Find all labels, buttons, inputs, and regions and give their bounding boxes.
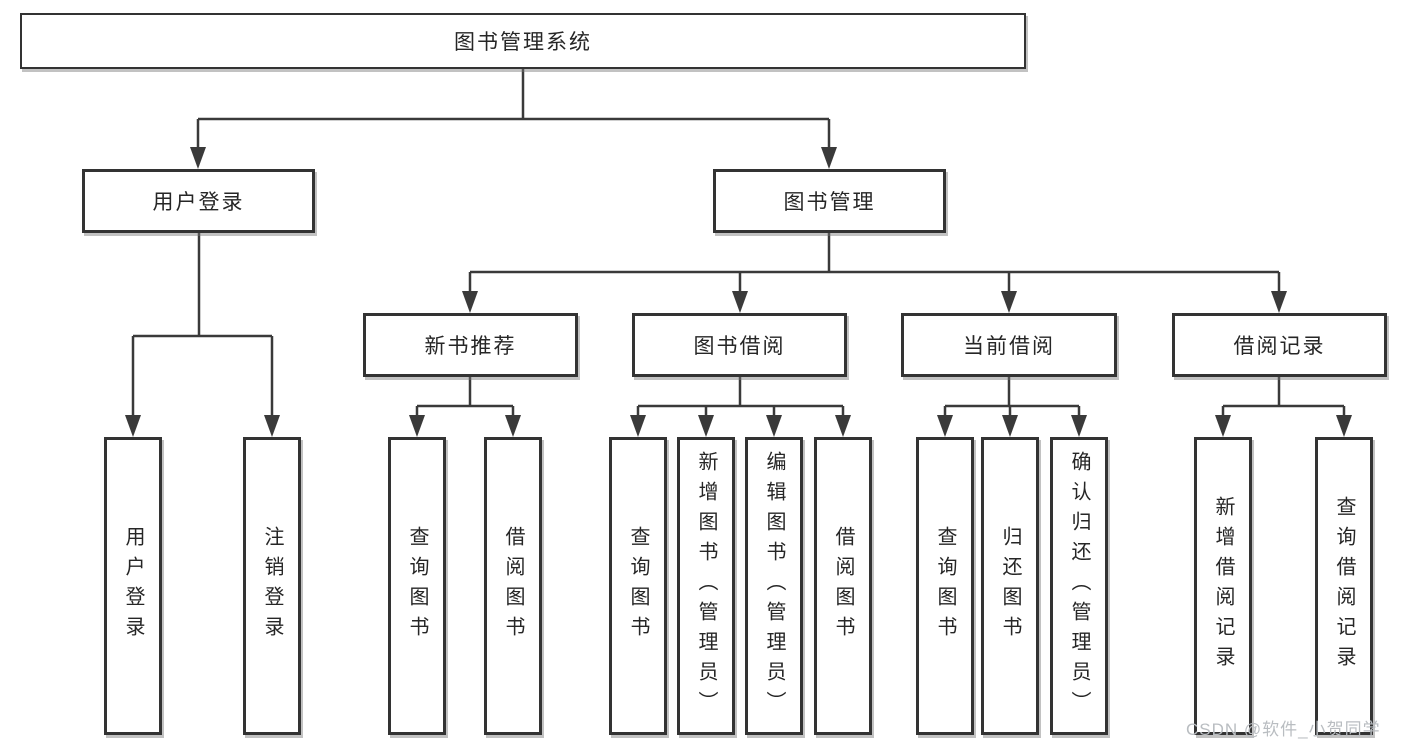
leaf-return-books: 归还图书 — [981, 437, 1039, 735]
leaf-edit-books-admin: 编辑图书（管理员） — [745, 437, 803, 735]
leaf-logout: 注销登录 — [243, 437, 301, 735]
leaf-borrow-books-recommend: 借阅图书 — [484, 437, 542, 735]
leaf-user-login: 用户登录 — [104, 437, 162, 735]
csdn-watermark: CSDN @软件_小贺同学 — [1186, 720, 1381, 739]
node-book-management: 图书管理 — [713, 169, 946, 233]
leaf-confirm-return-admin: 确认归还（管理员） — [1050, 437, 1108, 735]
leaf-add-books-admin: 新增图书（管理员） — [677, 437, 735, 735]
node-new-book-recommend: 新书推荐 — [363, 313, 578, 377]
leaf-add-borrow-record: 新增借阅记录 — [1194, 437, 1252, 735]
leaf-query-borrow-record: 查询借阅记录 — [1315, 437, 1373, 735]
leaf-query-books-recommend: 查询图书 — [388, 437, 446, 735]
leaf-borrow-books: 借阅图书 — [814, 437, 872, 735]
node-root-system: 图书管理系统 — [20, 13, 1026, 69]
arrowheads — [125, 147, 1352, 437]
leaf-query-books-current: 查询图书 — [916, 437, 974, 735]
leaf-query-books-borrow: 查询图书 — [609, 437, 667, 735]
node-current-borrow: 当前借阅 — [901, 313, 1117, 377]
node-book-borrow: 图书借阅 — [632, 313, 847, 377]
node-user-login: 用户登录 — [82, 169, 315, 233]
node-borrow-records: 借阅记录 — [1172, 313, 1387, 377]
